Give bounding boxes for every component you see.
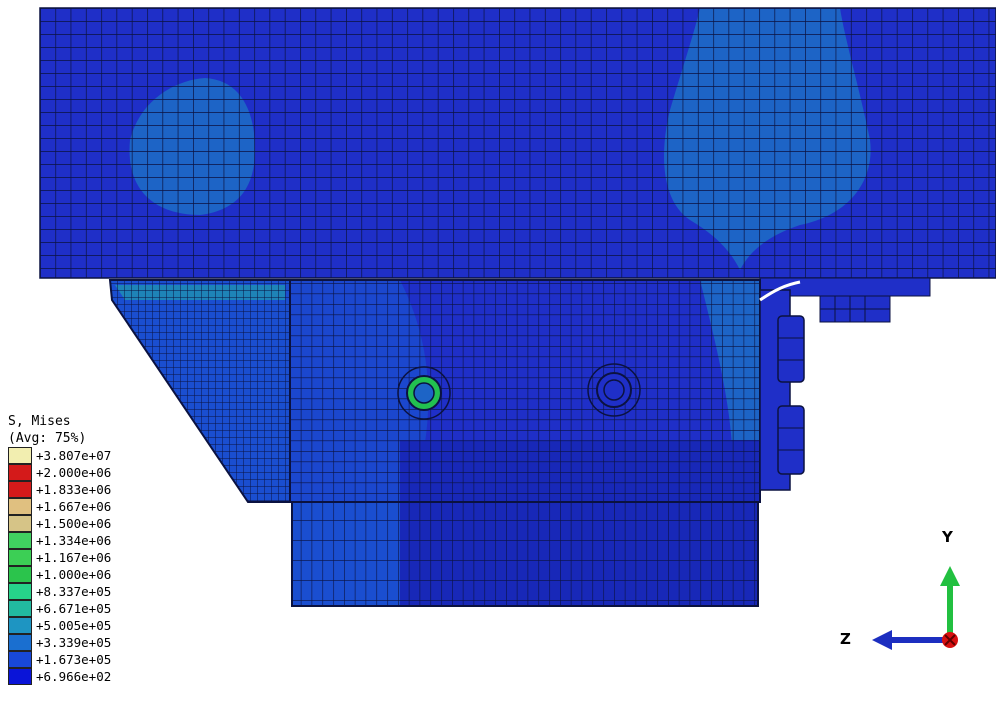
legend-value: +8.337e+05 (36, 584, 112, 599)
legend-entry: +2.000e+06 (8, 464, 111, 481)
legend-entry: +1.667e+06 (8, 498, 111, 515)
legend-value: +2.000e+06 (36, 465, 112, 480)
legend-swatch (8, 532, 32, 549)
z-axis-label: Z (840, 630, 851, 648)
legend-scale: +3.807e+07 +2.000e+06 +1.833e+06 +1.667e+06… (8, 447, 111, 685)
contour-legend: S, Mises (Avg: 75%) +3.807e+07 +2.000e+06… (8, 413, 111, 685)
legend-swatch (8, 634, 32, 651)
legend-value: +5.005e+05 (36, 618, 112, 633)
legend-value: +6.671e+05 (36, 601, 112, 616)
top-beam (39, 7, 996, 279)
legend-value: +1.833e+06 (36, 482, 112, 497)
legend-variable: S, Mises (8, 414, 71, 429)
legend-value: +1.167e+06 (36, 550, 112, 565)
legend-swatch (8, 583, 32, 600)
legend-value: +1.334e+06 (36, 533, 112, 548)
legend-entry: +1.500e+06 (8, 515, 111, 532)
legend-entry: +3.339e+05 (8, 634, 111, 651)
legend-value: +6.966e+02 (36, 669, 112, 684)
side-bolts (759, 280, 805, 491)
legend-entry: +1.000e+06 (8, 566, 111, 583)
bolt-strip (759, 277, 931, 323)
legend-value: +1.673e+05 (36, 652, 112, 667)
legend-value: +3.807e+07 (36, 448, 112, 463)
legend-swatch (8, 481, 32, 498)
legend-swatch (8, 549, 32, 566)
legend-entry: +1.673e+05 (8, 651, 111, 668)
legend-swatch (8, 651, 32, 668)
column-section (291, 501, 759, 607)
legend-entry: +3.807e+07 (8, 447, 111, 464)
legend-value: +1.000e+06 (36, 567, 112, 582)
legend-value: +1.667e+06 (36, 499, 112, 514)
legend-entry: +1.833e+06 (8, 481, 111, 498)
bolt-right (587, 363, 641, 417)
legend-swatch (8, 515, 32, 532)
legend-swatch (8, 600, 32, 617)
legend-swatch (8, 566, 32, 583)
legend-entry: +1.167e+06 (8, 549, 111, 566)
legend-entry: +8.337e+05 (8, 583, 111, 600)
legend-swatch (8, 464, 32, 481)
legend-entry: +5.005e+05 (8, 617, 111, 634)
legend-entry: +6.671e+05 (8, 600, 111, 617)
legend-entry: +6.966e+02 (8, 668, 111, 685)
gusset-plate (108, 279, 291, 503)
legend-swatch (8, 498, 32, 515)
y-axis-label: Y (942, 528, 953, 546)
end-plate (289, 279, 761, 503)
bolt-left (397, 366, 451, 420)
legend-swatch (8, 668, 32, 685)
legend-averaging: (Avg: 75%) (8, 431, 87, 446)
axis-triad (872, 566, 960, 650)
legend-entry: +1.334e+06 (8, 532, 111, 549)
legend-value: +1.500e+06 (36, 516, 112, 531)
legend-swatch (8, 617, 32, 634)
legend-swatch (8, 447, 32, 464)
legend-value: +3.339e+05 (36, 635, 112, 650)
